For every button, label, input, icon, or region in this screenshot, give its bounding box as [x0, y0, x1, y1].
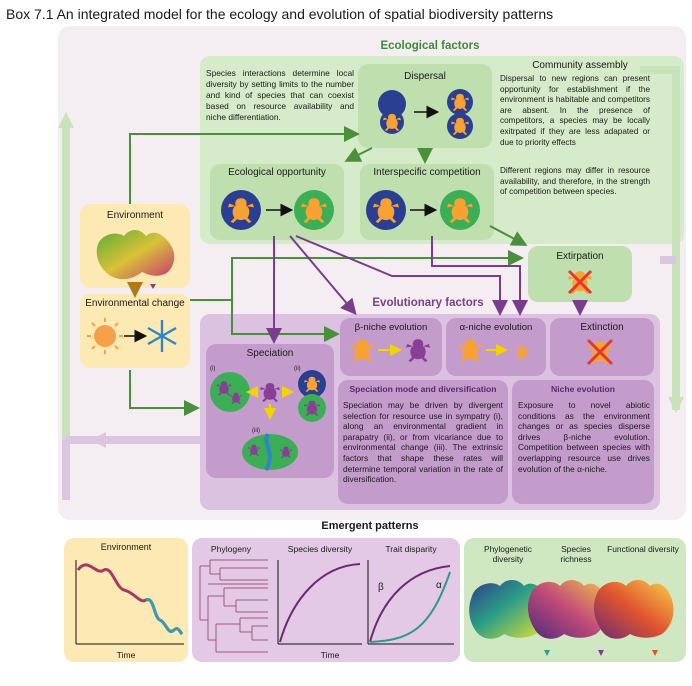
niche-box — [512, 380, 654, 504]
niche-text: Exposure to novel abiotic conditions as … — [518, 400, 650, 474]
alpha-niche-label: α-niche evolution — [459, 322, 533, 333]
competition-label: Interspecific competition — [373, 167, 481, 178]
emergent-header: Emergent patterns — [321, 520, 419, 532]
box-title: Box 7.1 An integrated model for the ecol… — [6, 6, 554, 22]
community-header: Community assembly — [532, 60, 628, 71]
mode-header: Speciation mode and diversification — [349, 384, 497, 394]
dispersal-label: Dispersal — [404, 71, 446, 82]
regions-text: Different regions may differ in resource… — [500, 166, 650, 197]
opportunity-label: Ecological opportunity — [228, 167, 326, 178]
map1-label: Phylogenetic diversity — [484, 544, 532, 564]
emergent-env-title: Environment — [100, 542, 152, 552]
evolutionary-header: Evolutionary factors — [372, 297, 484, 309]
speciation-mark-iii: (iii) — [252, 428, 260, 434]
emergent-env-time: Time — [116, 650, 136, 660]
environment-label: Environment — [106, 210, 164, 221]
extirpation-label: Extirpation — [556, 251, 604, 262]
niche-header: Niche evolution — [551, 384, 615, 394]
extinction-label: Extinction — [580, 322, 624, 333]
species-diversity-label: Species diversity — [287, 544, 353, 554]
map2-label: Species richness — [560, 544, 592, 564]
speciation-mark-ii: (ii) — [294, 366, 301, 372]
ecological-header: Ecological factors — [380, 40, 480, 52]
mode-text: Speciation may be driven by divergent se… — [343, 400, 503, 485]
beta-niche-label: β-niche evolution — [354, 322, 428, 333]
map3-label: Functional diversity — [607, 544, 679, 554]
beta-curve-label: β — [378, 582, 384, 593]
mode-box — [338, 380, 508, 504]
emergent-env-panel — [64, 538, 188, 662]
speciation-mark-i: (i) — [210, 366, 216, 372]
alpha-curve-label: α — [436, 580, 442, 591]
phylogeny-label: Phylogeny — [210, 544, 252, 554]
speciation-label: Speciation — [246, 348, 294, 359]
trait-disparity-label: Trait disparity — [385, 544, 437, 554]
interactions-text: Species interactions determine local div… — [206, 68, 354, 122]
community-text: Dispersal to new regions can present opp… — [500, 74, 650, 147]
middle-time-label: Time — [320, 650, 340, 660]
env-change-label: Environmental change — [85, 298, 185, 309]
